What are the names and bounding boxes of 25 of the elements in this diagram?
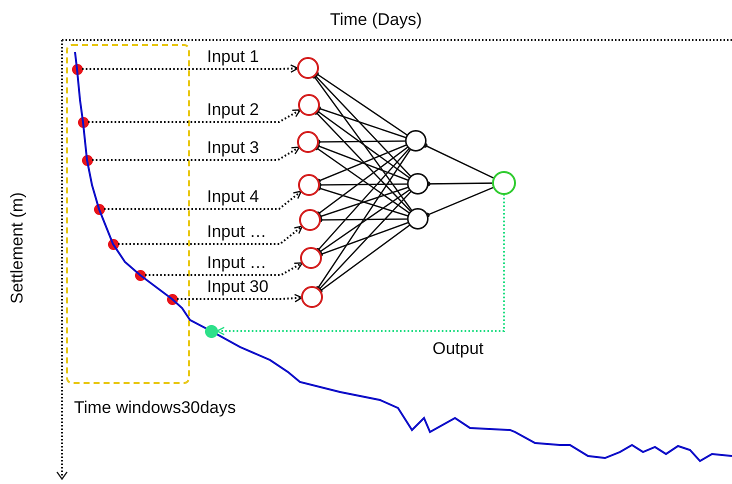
edge-label: Output (430, 339, 486, 358)
hidden-neuron (407, 173, 429, 195)
input-neuron (298, 174, 320, 196)
dotted-arrow (216, 194, 505, 336)
input-neuron (301, 286, 323, 308)
connection-line (422, 142, 494, 179)
output-neuron (492, 171, 516, 195)
input-neuron (298, 94, 320, 116)
dotted-arrow (104, 190, 302, 210)
window-label: Time windows30days (74, 398, 236, 418)
axis-title: Settlement (m) (8, 192, 28, 304)
input-neuron (297, 57, 319, 79)
dotted-arrow (118, 225, 303, 245)
input-neuron (299, 209, 321, 231)
dotted-arrow (177, 294, 303, 302)
input-neuron (300, 247, 322, 269)
dotted-arrow (82, 64, 299, 73)
hidden-neuron (407, 208, 429, 230)
input-neuron (297, 131, 319, 153)
dotted-arrow (88, 109, 301, 123)
axis-title: Time (Days) (330, 10, 422, 30)
dotted-arrow (92, 146, 300, 161)
predicted-point (204, 324, 218, 338)
hidden-neuron (405, 130, 427, 152)
dotted-arrow (145, 262, 303, 276)
